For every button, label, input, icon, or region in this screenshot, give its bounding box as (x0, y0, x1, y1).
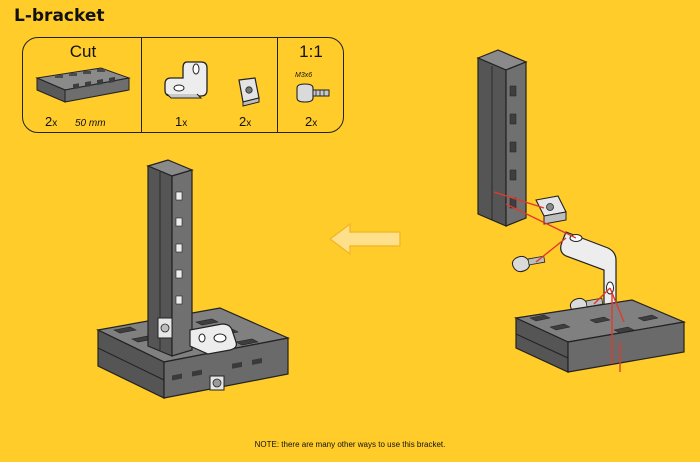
scale-header: 1:1 (299, 42, 323, 61)
qty-suffix: x (182, 118, 188, 129)
beam-qty-value: 2 (45, 114, 53, 129)
bracket-qty: 1x (175, 114, 187, 129)
base-beam (96, 307, 290, 399)
qty-suffix: x (52, 118, 58, 129)
beam-length: 50 mm (75, 118, 106, 129)
cut-header: Cut (69, 42, 97, 61)
beam-qty: 2x (45, 114, 57, 129)
exploded-nut-top (535, 195, 567, 225)
bracket-part-icon (164, 61, 208, 99)
screw-label: M3x6 (295, 72, 313, 79)
exploded-vertical-beam (476, 49, 528, 227)
parts-panel: Cut 1:1 (22, 37, 344, 133)
screw-qty-value: 2 (305, 114, 313, 129)
assembled-bracket-illustration (96, 159, 290, 399)
mounted-bracket (157, 317, 237, 391)
bracket-qty-value: 1 (175, 114, 183, 129)
nut-qty: 2x (239, 114, 251, 129)
exploded-view-illustration (476, 49, 687, 373)
qty-suffix: x (246, 118, 252, 129)
usage-note: NOTE: there are many other ways to use t… (254, 440, 446, 449)
vertical-beam (146, 159, 194, 357)
page-title: L-bracket (14, 6, 105, 26)
exploded-base-beam (513, 299, 687, 373)
divider (277, 38, 278, 132)
screw-qty: 2x (305, 114, 317, 129)
nut-part-icon (238, 77, 260, 107)
assembly-guide-lines (493, 191, 625, 372)
beam-part-icon (35, 67, 131, 103)
direction-arrow-icon (328, 222, 401, 256)
screw-part-icon (296, 83, 330, 103)
qty-suffix: x (312, 118, 318, 129)
divider (141, 38, 142, 132)
nut-qty-value: 2 (239, 114, 247, 129)
